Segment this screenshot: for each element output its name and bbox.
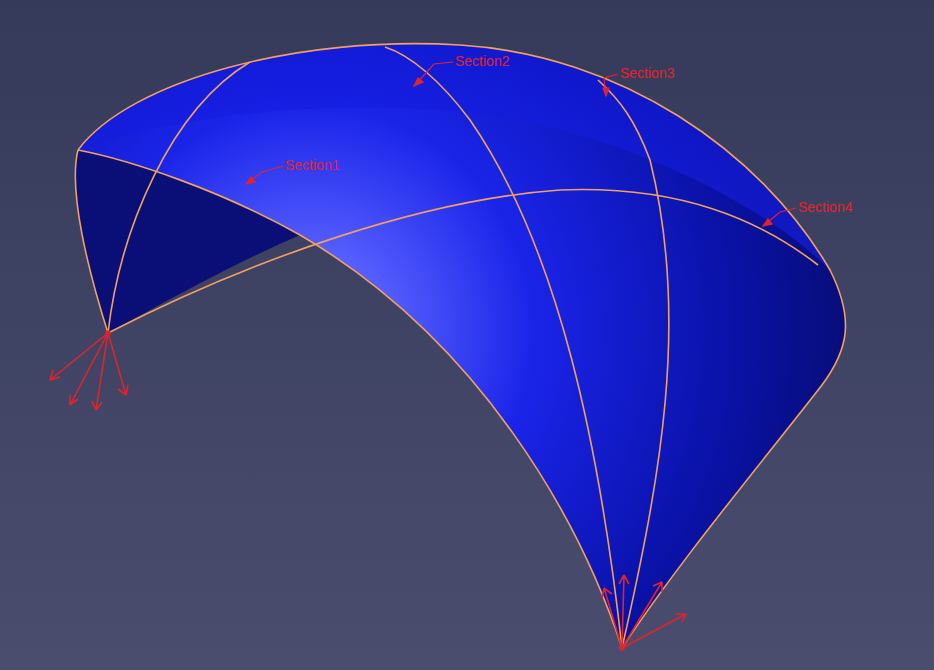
surface: [78, 44, 846, 648]
surface-underside: [75, 150, 300, 333]
section-label: Section2: [455, 53, 509, 69]
tangent-arrows: [50, 331, 686, 650]
leader-lines: [246, 62, 796, 226]
section-label: Section4: [798, 199, 852, 215]
section-curves: [75, 44, 845, 648]
section-label: Section3: [620, 65, 674, 81]
section-label: Section1: [285, 157, 339, 173]
